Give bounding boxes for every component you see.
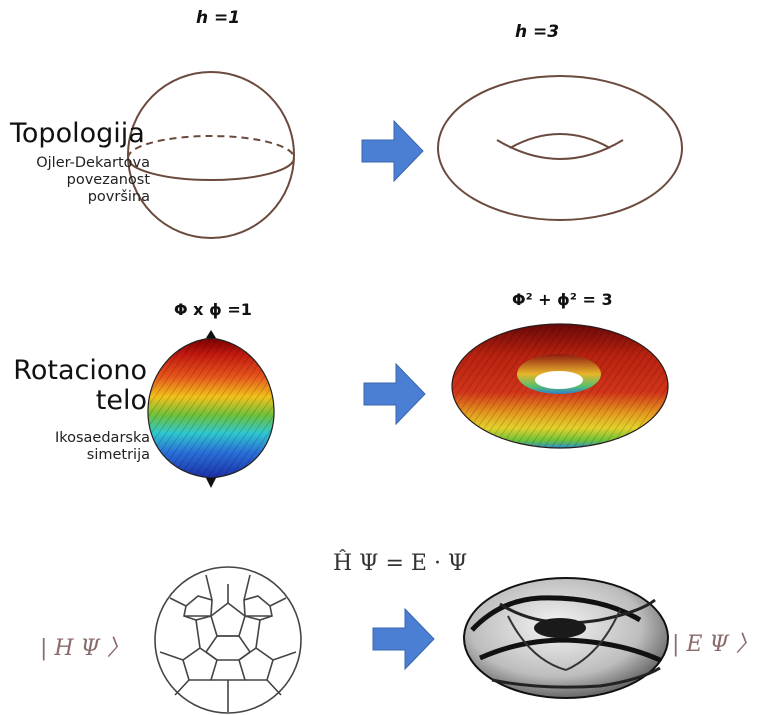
title-line: telo [95, 385, 147, 416]
right-ket: | E Ψ 〉 [672, 632, 758, 657]
right-shape-label: h =3 [515, 22, 560, 42]
subtitle-line: Ikosaedarska [54, 430, 150, 446]
subtitle-line: Ojler-Dekartova [36, 155, 150, 171]
row-title-topology: Topologija [10, 118, 145, 149]
sphere-outline [127, 71, 295, 239]
gray-spiral-torus [463, 577, 669, 699]
arrow-right-icon [361, 119, 424, 183]
title-line: Rotaciono [13, 355, 147, 386]
schrodinger-equation: Ĥ Ψ = E · Ψ [333, 551, 468, 576]
torus-outline [437, 75, 683, 221]
subtitle-line: simetrija [86, 447, 150, 463]
colored-torus [451, 323, 669, 449]
right-formula: Φ² + ϕ² = 3 [512, 290, 613, 309]
subtitle-line: površina [87, 189, 150, 205]
row-subtitle: Ojler-Dekartova povezanost površina [36, 155, 150, 206]
arrow-right-icon [372, 607, 435, 671]
left-shape-label: h =1 [196, 8, 241, 28]
row-subtitle: Ikosaedarska simetrija [55, 430, 150, 464]
subtitle-line: povezanost [66, 172, 150, 188]
left-ket: | H Ψ 〉 [40, 636, 129, 661]
left-formula: Φ x ϕ =1 [174, 300, 252, 319]
colored-sphere [147, 330, 275, 488]
row-title-rotation: Rotaciono telo [13, 356, 147, 416]
fullerene-cage [154, 566, 302, 714]
arrow-right-icon [363, 362, 426, 426]
